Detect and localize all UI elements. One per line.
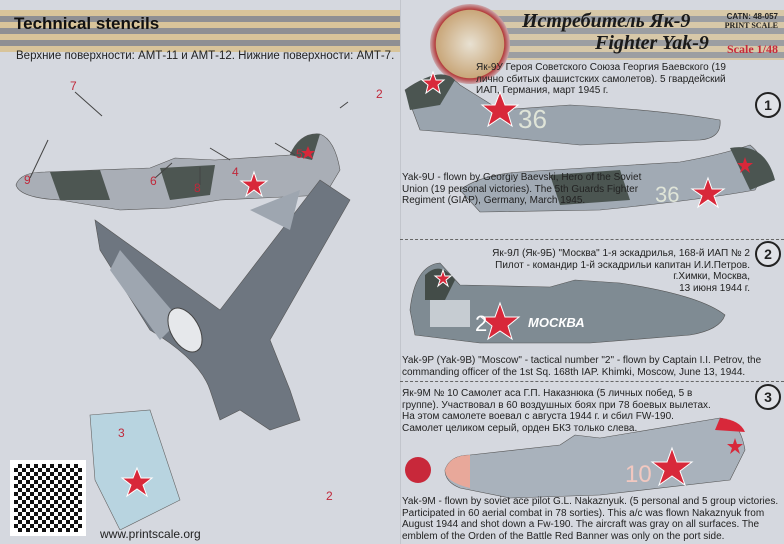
- profile-number-2: 2: [755, 241, 781, 267]
- website-link[interactable]: www.printscale.org: [100, 527, 201, 541]
- paint-note: Верхние поверхности: АМТ-11 и АМТ-12. Ни…: [16, 50, 395, 62]
- callout-5: 5: [296, 147, 303, 161]
- profile-1-aircraft: 36 36: [404, 70, 775, 213]
- tail-number: 10: [625, 461, 652, 488]
- profile-3-aircraft: 10: [405, 417, 746, 499]
- stencil-diagrams: 7 2 5 4 8 6 9 3 2: [15, 79, 383, 530]
- callout-7: 7: [70, 79, 77, 93]
- order-emblem-icon: [430, 4, 510, 84]
- scale-label: Scale 1/48: [727, 42, 778, 56]
- ribbon-decoration: [0, 10, 400, 52]
- title-ru: Истребитель Як-9: [522, 10, 691, 32]
- qr-code[interactable]: [10, 460, 86, 536]
- callout-6: 6: [150, 174, 157, 188]
- top-view-aircraft: [94, 179, 351, 431]
- ribbon-decoration: [470, 10, 784, 60]
- profile-number-1: 1: [755, 92, 781, 118]
- divider: [400, 0, 401, 544]
- title-en: Fighter Yak-9: [595, 32, 709, 54]
- wing-fragment: 3 2: [89, 409, 333, 530]
- inscription: МОСКВА: [528, 315, 585, 330]
- profile-3-desc-en: Yak-9M - flown by soviet ace pilot G.L. …: [402, 496, 779, 542]
- profile-2-desc-en: Yak-9P (Yak-9B) "Moscow" - tactical numb…: [402, 355, 762, 378]
- callout-4: 4: [232, 165, 239, 179]
- profile-number-3: 3: [755, 384, 781, 410]
- callout-9: 9: [24, 173, 31, 187]
- callout-2: 2: [376, 87, 383, 101]
- tail-number: 36: [655, 182, 679, 207]
- tail-number: 2: [475, 311, 487, 336]
- divider: [400, 381, 784, 382]
- profile-2-aircraft: 2 МОСКВА: [409, 262, 726, 344]
- profile-1-desc-ru: Як-9У Героя Советского Союза Георгия Бае…: [476, 62, 726, 96]
- section-title: Technical stencils: [14, 14, 160, 33]
- profile-2-desc-ru: Як-9Л (Як-9Б) "Москва" 1-я эскадрилья, 1…: [492, 248, 750, 294]
- profile-1-desc-en: Yak-9U - flown by Georgiy Baevski, Hero …: [402, 172, 642, 206]
- order-badge-icon: [405, 457, 431, 483]
- profile-3-desc-ru: Як-9М № 10 Самолет аса Г.П. Наказнюка (5…: [402, 388, 711, 434]
- callout-8: 8: [194, 181, 201, 195]
- callout-2b: 2: [326, 489, 333, 503]
- callout-3: 3: [118, 426, 125, 440]
- side-profile-stencils: 7 2 5 4 8 6 9: [15, 79, 383, 211]
- tail-number: 36: [518, 104, 547, 134]
- divider: [400, 239, 784, 240]
